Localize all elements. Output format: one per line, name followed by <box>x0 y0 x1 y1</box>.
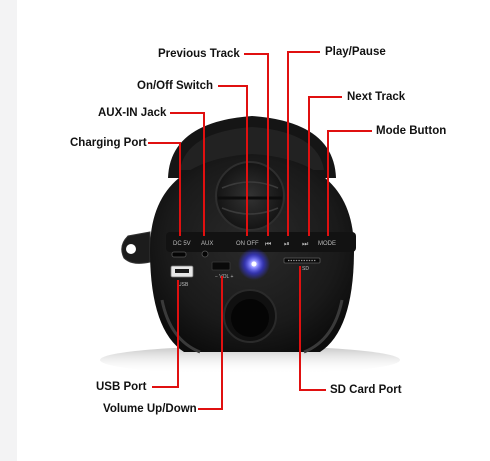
leader-lines <box>148 51 372 410</box>
aux-jack[interactable] <box>201 250 209 258</box>
label-on-off-switch: On/Off Switch <box>137 80 214 92</box>
next-track-icon: ⏭ <box>302 240 309 248</box>
aux-text: AUX <box>201 241 213 247</box>
speaker-grille <box>215 161 285 231</box>
play-pause-icon: ⏯ <box>284 240 290 248</box>
body-edge-right <box>303 299 344 354</box>
strap-loop <box>121 231 151 264</box>
usb-text: USB <box>178 282 189 288</box>
label-usb-port: USB Port <box>96 381 147 393</box>
label-aux-in-jack: AUX-IN Jack <box>98 107 167 119</box>
label-previous-track: Previous Track <box>158 48 240 60</box>
control-panel <box>166 232 356 252</box>
label-play-pause: Play/Pause <box>325 46 386 58</box>
on-off-text: ON OFF <box>236 241 259 247</box>
charging-port[interactable] <box>171 251 187 258</box>
label-volume-up-down: Volume Up/Down <box>103 403 197 415</box>
label-sd-card-port: SD Card Port <box>330 384 402 396</box>
volume-rocker[interactable] <box>211 261 231 271</box>
label-mode-button: Mode Button <box>376 125 447 137</box>
previous-track-icon: ⏮ <box>265 240 271 248</box>
mode-text: MODE <box>318 241 336 247</box>
power-led <box>251 261 257 267</box>
dc-5v-text: DC 5V <box>173 241 191 247</box>
sd-text: SD <box>302 266 309 272</box>
body-edge-left <box>160 299 201 354</box>
usb-port-slot <box>175 269 189 273</box>
vol-text: − VOL + <box>215 274 234 280</box>
ground-shadow <box>100 346 400 374</box>
bass-port <box>223 289 277 343</box>
label-next-track: Next Track <box>347 91 406 103</box>
label-charging-port: Charging Port <box>70 137 147 149</box>
